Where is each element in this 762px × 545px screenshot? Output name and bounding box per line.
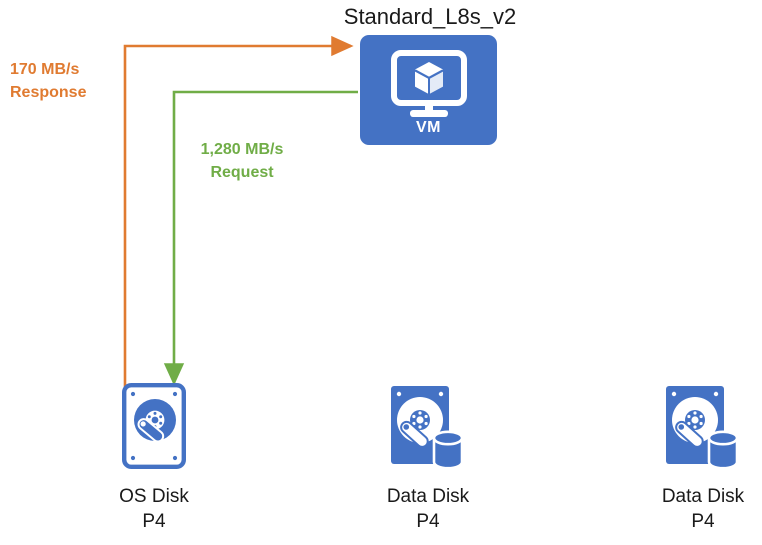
- database-cylinder: [432, 430, 464, 470]
- data-disk-2-tier: P4: [691, 511, 715, 533]
- data-disk-2-name: Data Disk: [661, 486, 745, 507]
- data-disk-1-tier: P4: [416, 511, 440, 533]
- os-disk-caption: OS Disk P4: [84, 484, 224, 534]
- data-disk-2-caption: Data Disk P4: [633, 484, 762, 534]
- request-connector: [163, 90, 358, 386]
- os-disk-node[interactable]: OS Disk P4: [84, 382, 224, 534]
- data-disk-1-caption: Data Disk P4: [358, 484, 498, 534]
- response-connector: [123, 35, 354, 392]
- response-flow-label: 170 MB/s Response: [10, 58, 86, 104]
- vm-node[interactable]: VM: [360, 35, 497, 145]
- monitor-cube-icon: [387, 49, 471, 128]
- vm-title: Standard_L8s_v2: [343, 4, 517, 29]
- request-direction: Request: [210, 164, 274, 182]
- database-cylinder: [707, 430, 739, 470]
- data-disk-1-node[interactable]: Data Disk P4: [358, 382, 498, 534]
- os-disk-name: OS Disk: [119, 486, 189, 507]
- data-disk-2-node[interactable]: Data Disk P4: [633, 382, 762, 534]
- os-disk-tier: P4: [142, 511, 166, 533]
- data-disk-1-name: Data Disk: [386, 486, 470, 507]
- hard-disk-outline-icon: [84, 382, 224, 475]
- hard-disk-database-icon: [633, 382, 762, 475]
- response-direction: Response: [10, 84, 87, 102]
- response-rate: 170 MB/s: [10, 61, 80, 78]
- request-rate: 1,280 MB/s: [200, 141, 284, 158]
- vm-label: VM: [416, 119, 441, 136]
- request-flow-label: 1,280 MB/s Request: [186, 138, 298, 184]
- hard-disk-database-icon: [358, 382, 498, 475]
